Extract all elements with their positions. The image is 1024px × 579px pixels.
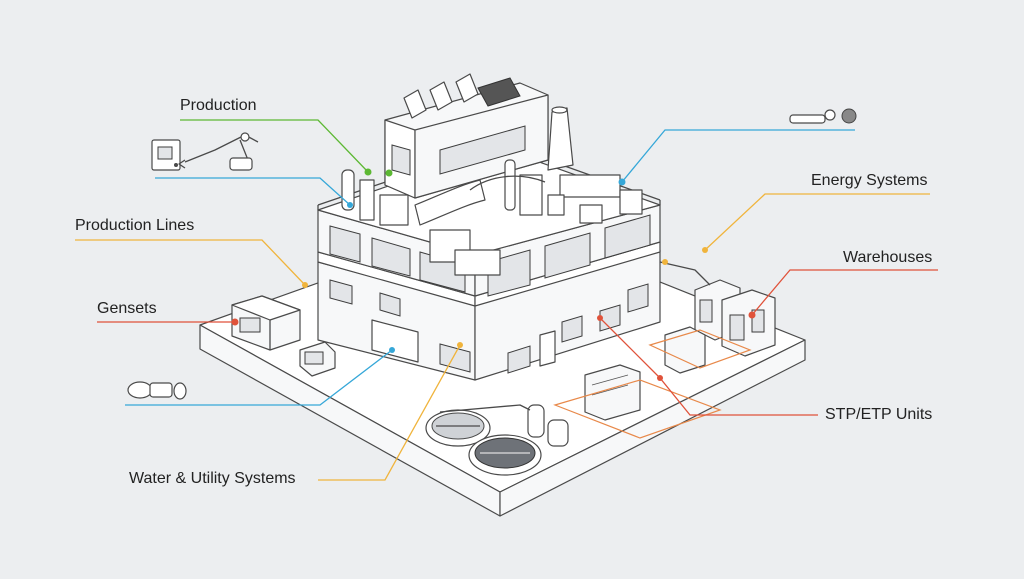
tools-icon [789, 108, 857, 124]
main-building [317, 142, 661, 381]
label-energy-systems: Energy Systems [811, 172, 928, 189]
gensets [231, 295, 336, 377]
warehouses [659, 261, 776, 357]
water-pump-icon [127, 381, 187, 400]
label-stp-etp: STP/ETP Units [825, 406, 933, 423]
control-panel-icon [151, 139, 181, 171]
label-gensets: Gensets [97, 300, 157, 317]
callout-lines [75, 119, 938, 481]
water-tanks [425, 404, 569, 476]
label-warehouses: Warehouses [843, 249, 933, 266]
label-production-lines: Production Lines [75, 217, 195, 234]
rooftop-machinery [341, 159, 643, 276]
robotic-arm-icon [178, 132, 259, 171]
stp-etp-units [553, 326, 752, 439]
callout-dots [231, 168, 756, 381]
label-production: Production [180, 97, 257, 114]
label-water-utility: Water & Utility Systems [129, 470, 296, 487]
